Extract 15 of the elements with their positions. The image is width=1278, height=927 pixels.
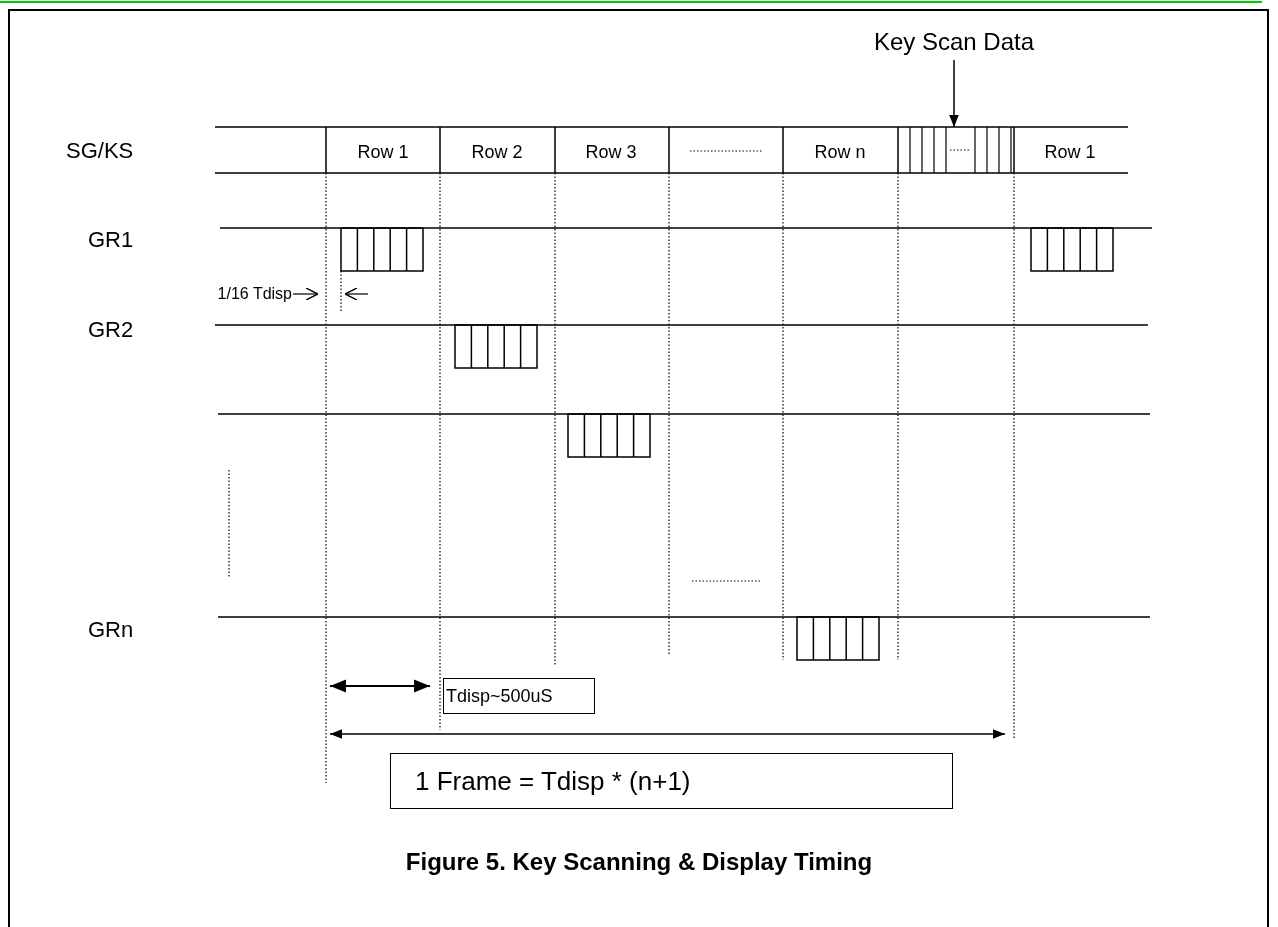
figure-caption: Figure 5. Key Scanning & Display Timing xyxy=(404,848,874,876)
signal-label: GR2 xyxy=(88,319,134,341)
signal-label: GR1 xyxy=(88,229,134,251)
signal-label: Row 2 xyxy=(471,143,523,161)
signal-label: Row 1 xyxy=(357,143,409,161)
signal-label: 1/16 Tdisp xyxy=(217,286,292,302)
signal-label: Row 1 xyxy=(1044,143,1096,161)
arrow xyxy=(949,59,959,128)
signal-label: Row n xyxy=(814,143,866,161)
text-box: Tdisp~500uS xyxy=(443,678,595,714)
callout-text: Key Scan Data xyxy=(836,24,1072,60)
signal-label: GRn xyxy=(88,619,134,641)
signal-label: Row 3 xyxy=(585,143,637,161)
signal-label: SG/KS xyxy=(66,140,134,162)
text-box: 1 Frame = Tdisp * (n+1) xyxy=(390,753,953,809)
